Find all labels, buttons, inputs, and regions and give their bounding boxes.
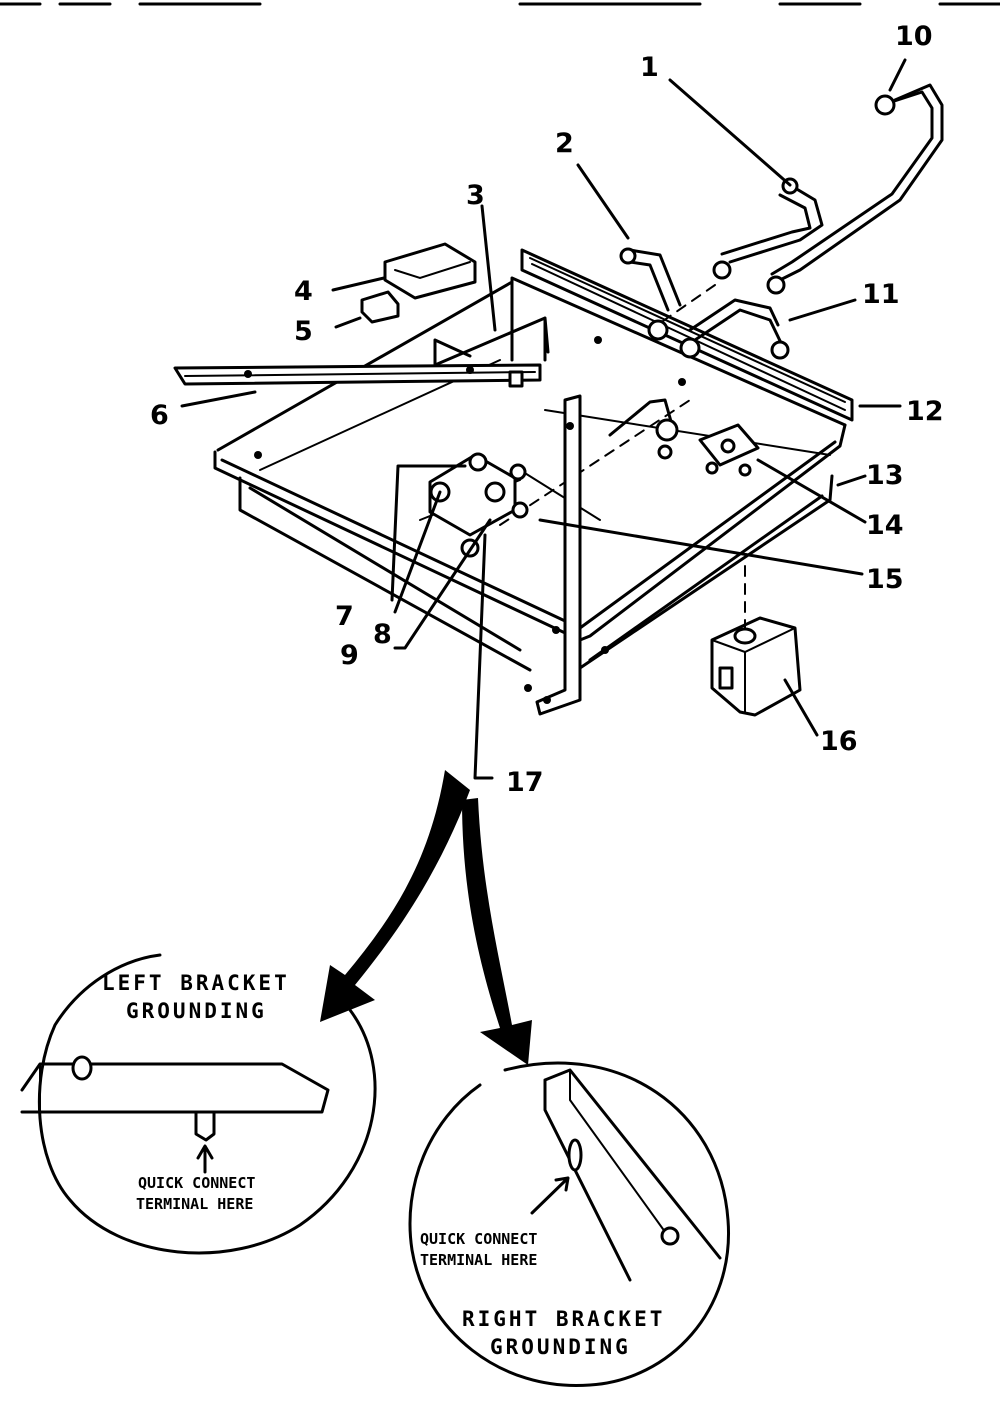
left-detail-title-2: GROUNDING	[126, 999, 267, 1023]
callout-3: 3	[466, 180, 485, 211]
callout-8: 8	[373, 619, 392, 650]
tube-1	[649, 177, 824, 331]
right-detail-note-2: TERMINAL HERE	[420, 1251, 537, 1269]
callout-4: 4	[294, 276, 313, 307]
callout-12: 12	[906, 396, 944, 427]
mounting-clip	[710, 565, 802, 717]
callout-14: 14	[866, 510, 904, 541]
detail-screw-right	[660, 1226, 680, 1246]
callout-2: 2	[555, 128, 574, 159]
side-bracket-strip	[535, 394, 582, 716]
quick-connect-terminal-right	[567, 1138, 583, 1172]
long-tube	[766, 83, 944, 295]
detail-screw-left	[71, 1055, 93, 1081]
switch-block	[360, 242, 477, 324]
callout-1: 1	[640, 52, 659, 83]
right-detail-note-1: QUICK CONNECT	[420, 1230, 537, 1248]
right-detail-title-1: RIGHT BRACKET	[462, 1307, 665, 1331]
callout-11: 11	[862, 279, 900, 310]
detail-arrows	[320, 770, 532, 1065]
right-bracket-detail: QUICK CONNECT TERMINAL HERE RIGHT BRACKE…	[408, 1061, 730, 1388]
callout-17: 17	[506, 767, 544, 798]
callout-10: 10	[895, 21, 933, 52]
tube-11	[688, 298, 790, 360]
arrow-to-left-detail	[320, 770, 470, 1022]
quick-connect-terminal-left	[194, 1110, 216, 1142]
callout-5: 5	[294, 316, 313, 347]
left-detail-title-1: LEFT BRACKET	[102, 971, 290, 995]
left-detail-note-2: TERMINAL HERE	[136, 1195, 253, 1213]
callout-6: 6	[150, 400, 169, 431]
callout-15: 15	[866, 564, 904, 595]
fitting-cluster	[428, 452, 529, 558]
callout-9: 9	[340, 640, 359, 671]
valve-plate	[499, 398, 760, 526]
rear-rail	[520, 248, 854, 422]
leader-lines	[180, 58, 907, 780]
callout-16: 16	[820, 726, 858, 757]
left-detail-note-1: QUICK CONNECT	[138, 1174, 255, 1192]
inner-bracket	[433, 316, 550, 367]
right-detail-title-2: GROUNDING	[490, 1335, 631, 1359]
arrow-to-right-detail	[462, 798, 532, 1065]
left-bracket-detail: LEFT BRACKET GROUNDING QUICK CONNECT TER…	[20, 953, 377, 1255]
callout-7: 7	[335, 601, 354, 632]
tube-2	[619, 247, 701, 359]
burner-box-assembly	[213, 248, 854, 692]
callout-labels: 1 2 3 4 5 6 7 8 9 10 11 12 13 14 15 16 1…	[150, 21, 944, 798]
cross-bar	[173, 363, 542, 388]
callout-13: 13	[866, 460, 904, 491]
